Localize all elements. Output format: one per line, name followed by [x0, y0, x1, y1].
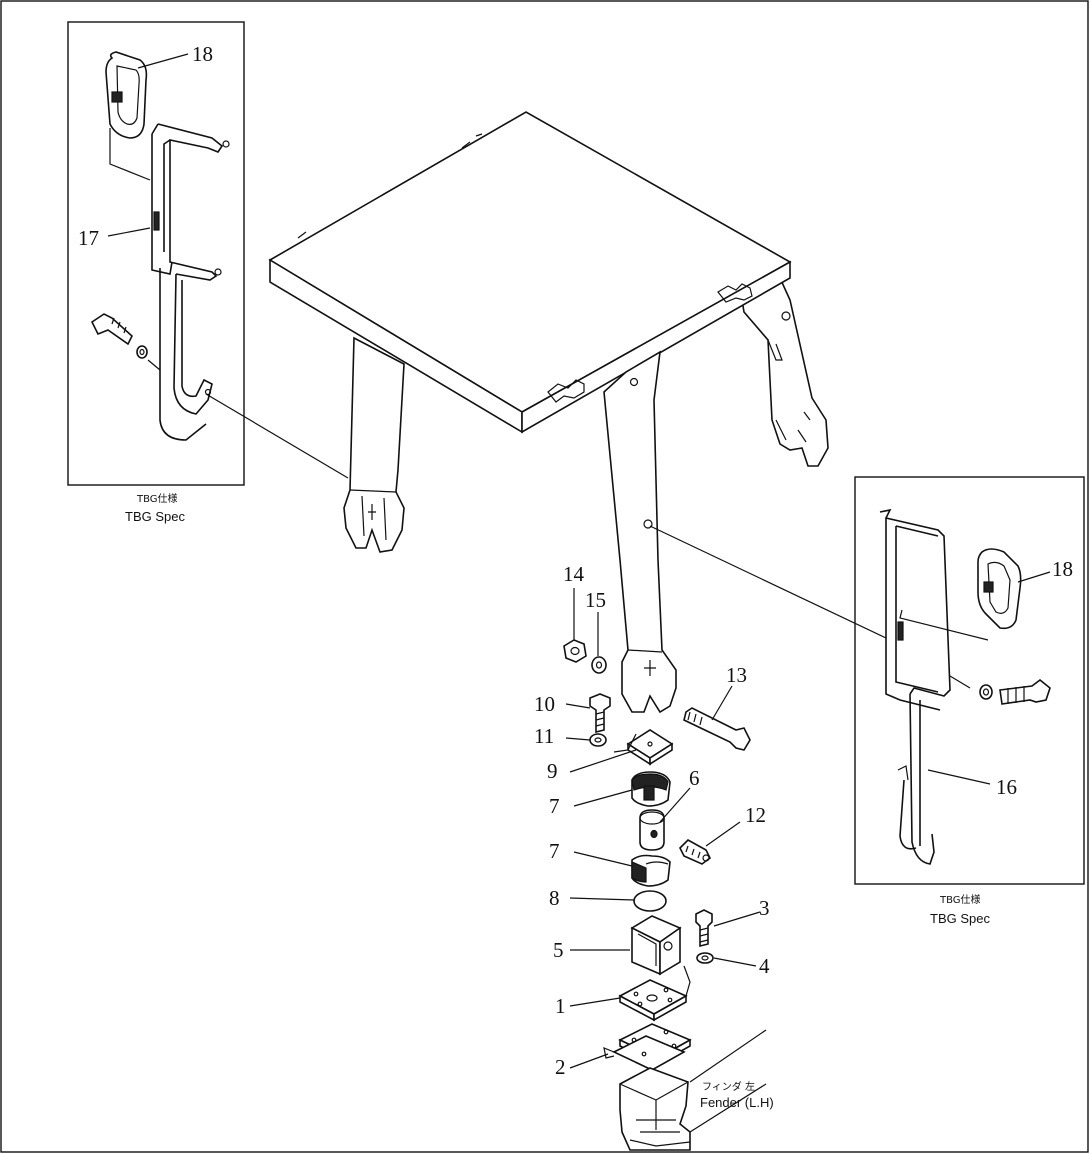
callout-9: 9	[547, 759, 558, 783]
callout-13: 13	[726, 663, 747, 687]
right-bolt	[979, 678, 1051, 705]
callout-10: 10	[534, 692, 555, 716]
callout-11: 11	[534, 724, 554, 748]
right-inset-border	[854, 476, 1085, 885]
right-inset-caption-en: TBG Spec	[930, 911, 990, 926]
right-connector-line	[649, 525, 887, 639]
callout-2: 2	[555, 1055, 566, 1079]
callout-18: 18	[192, 42, 213, 66]
callout-12: 12	[745, 803, 766, 827]
part-7-lower	[631, 854, 671, 887]
part-6-shaft	[639, 809, 665, 851]
callout-3: 3	[759, 896, 770, 920]
callout-8: 8	[549, 886, 560, 910]
left-inset-caption-en: TBG Spec	[125, 509, 185, 524]
callout-6: 6	[689, 766, 700, 790]
part-15-washer	[591, 656, 607, 674]
exploded-parts	[563, 639, 767, 1151]
part-9-plate	[613, 729, 674, 766]
part-1-plate	[618, 965, 691, 1022]
part-10-bolt	[589, 693, 611, 734]
callout-7-lower: 7	[549, 839, 560, 863]
right-inset: 18 16	[854, 476, 1085, 885]
left-part-17-step	[151, 123, 230, 441]
callout-1: 1	[555, 994, 566, 1018]
callout-16: 16	[996, 775, 1017, 799]
part-12-fitting	[679, 839, 712, 865]
part-14-nut	[563, 639, 587, 663]
left-inset-border	[67, 21, 245, 486]
callout-18-right: 18	[1052, 557, 1073, 581]
part-5-housing	[630, 915, 682, 976]
callout-15: 15	[585, 588, 606, 612]
part-11-washer	[589, 733, 607, 747]
part-2-shims	[603, 1023, 692, 1071]
part-8-disc	[633, 890, 667, 912]
left-inset-caption-jp: TBG仕様	[136, 492, 178, 505]
left-inset: 18 17	[67, 21, 245, 486]
fender-label-jp: フィンダ 左	[702, 1080, 755, 1093]
callout-17: 17	[78, 226, 99, 250]
callout-7-upper: 7	[549, 794, 560, 818]
callout-5: 5	[553, 938, 564, 962]
seat-frame	[268, 111, 829, 714]
part-3-bolt	[695, 909, 713, 948]
callout-14: 14	[563, 562, 585, 586]
callout-leaders	[565, 588, 761, 1069]
left-bolt	[90, 313, 148, 359]
left-connector-line	[205, 393, 349, 479]
right-inset-caption-jp: TBG仕様	[939, 893, 981, 906]
part-7-upper	[631, 771, 671, 807]
callout-4: 4	[759, 954, 770, 978]
left-part-18-plate	[105, 51, 148, 139]
fender-lh	[619, 1029, 767, 1151]
right-part-16-step	[879, 508, 951, 865]
fender-label-en: Fender (L.H)	[700, 1095, 774, 1110]
part-4-washer	[696, 952, 714, 964]
right-part-18-plate	[977, 548, 1022, 630]
part-13-bolt	[683, 707, 751, 751]
